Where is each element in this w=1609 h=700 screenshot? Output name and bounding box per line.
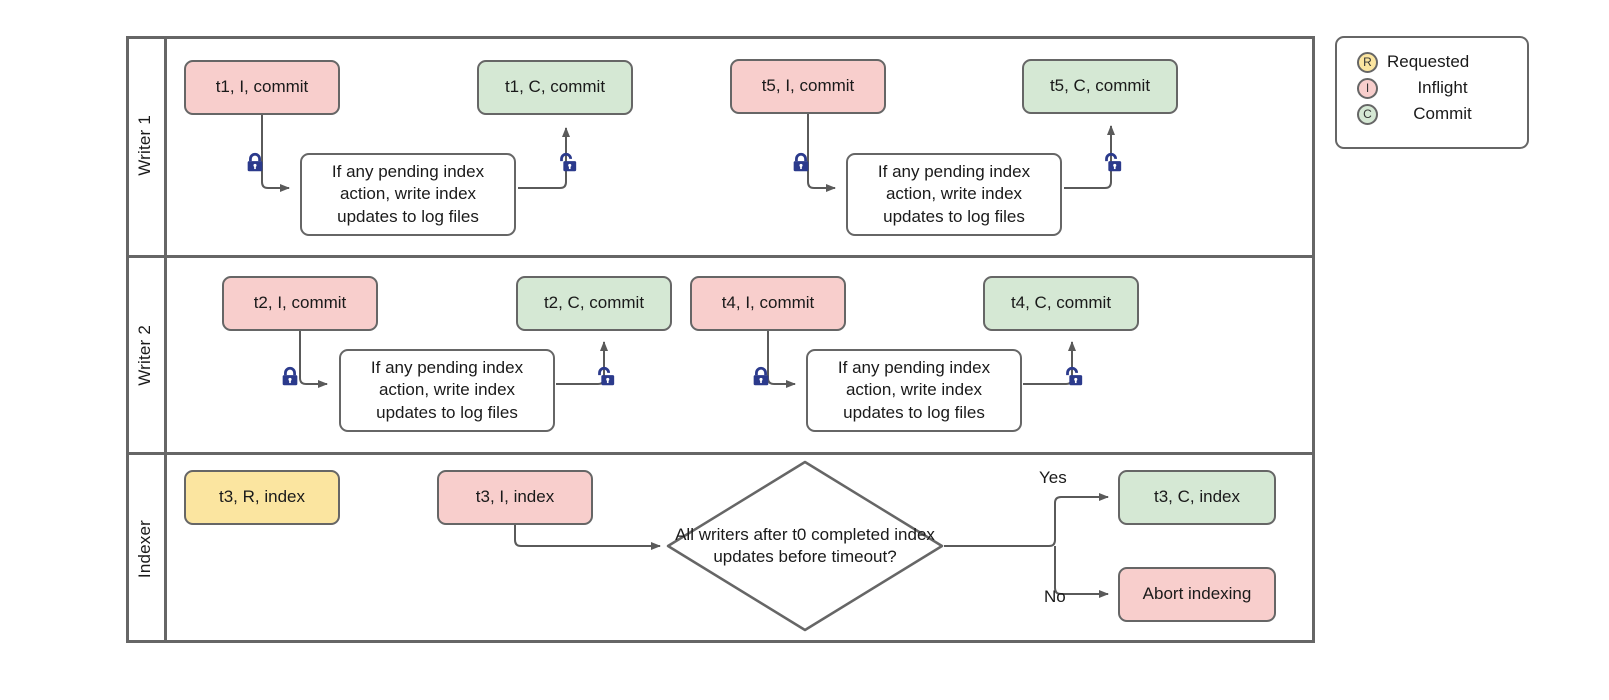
legend-item-requested: R Requested <box>1337 49 1527 75</box>
lock-open-icon <box>594 366 616 393</box>
lane-header-writer-1: Writer 1 <box>126 36 167 255</box>
badge-requested-icon: R <box>1357 51 1378 73</box>
lane-header-indexer: Indexer <box>126 455 167 643</box>
lane-header-writer-2: Writer 2 <box>126 258 167 452</box>
node-t3-commit[interactable]: t3, C, index <box>1118 470 1276 525</box>
node-t3-requested[interactable]: t3, R, index <box>184 470 340 525</box>
lock-closed-icon <box>790 152 812 179</box>
lock-closed-icon <box>279 366 301 393</box>
edge-label-yes: Yes <box>1039 468 1067 487</box>
node-t1-commit[interactable]: t1, C, commit <box>477 60 633 115</box>
lock-closed-icon <box>750 366 772 393</box>
lane-label-writer-1: Writer 1 <box>135 115 154 176</box>
badge-commit-icon: C <box>1357 103 1378 125</box>
legend-item-inflight: I Inflight <box>1337 75 1527 101</box>
badge-inflight-icon: I <box>1357 77 1378 99</box>
lane-label-writer-2: Writer 2 <box>135 324 154 386</box>
legend-label-commit: Commit <box>1413 104 1472 123</box>
legend-panel: R Requested I Inflight C Commit <box>1335 36 1529 149</box>
node-writer2-process-a[interactable]: If any pending index action, write index… <box>339 349 555 432</box>
node-t1-inflight[interactable]: t1, I, commit <box>184 60 340 115</box>
node-abort-indexing[interactable]: Abort indexing <box>1118 567 1276 622</box>
node-writer1-process-b[interactable]: If any pending index action, write index… <box>846 153 1062 236</box>
legend-item-commit: C Commit <box>1337 101 1527 127</box>
node-t5-inflight[interactable]: t5, I, commit <box>730 59 886 114</box>
legend-label-inflight: Inflight <box>1417 78 1468 97</box>
node-t3-inflight[interactable]: t3, I, index <box>437 470 593 525</box>
lock-open-icon <box>1062 366 1084 393</box>
node-t2-inflight[interactable]: t2, I, commit <box>222 276 378 331</box>
lock-closed-icon <box>244 152 266 179</box>
node-t4-commit[interactable]: t4, C, commit <box>983 276 1139 331</box>
lane-separator-2 <box>126 452 1315 455</box>
node-t4-inflight[interactable]: t4, I, commit <box>690 276 846 331</box>
edge-label-no: No <box>1044 587 1066 606</box>
lock-open-icon <box>556 152 578 179</box>
legend-label-requested: Requested <box>1387 52 1470 71</box>
node-decision-writers-complete[interactable]: All writers after t0 completed index upd… <box>665 459 945 633</box>
lock-open-icon <box>1101 152 1123 179</box>
lane-label-indexer: Indexer <box>135 519 154 579</box>
lane-separator-1 <box>126 255 1315 258</box>
node-t5-commit[interactable]: t5, C, commit <box>1022 59 1178 114</box>
node-writer1-process-a[interactable]: If any pending index action, write index… <box>300 153 516 236</box>
node-t2-commit[interactable]: t2, C, commit <box>516 276 672 331</box>
node-writer2-process-b[interactable]: If any pending index action, write index… <box>806 349 1022 432</box>
